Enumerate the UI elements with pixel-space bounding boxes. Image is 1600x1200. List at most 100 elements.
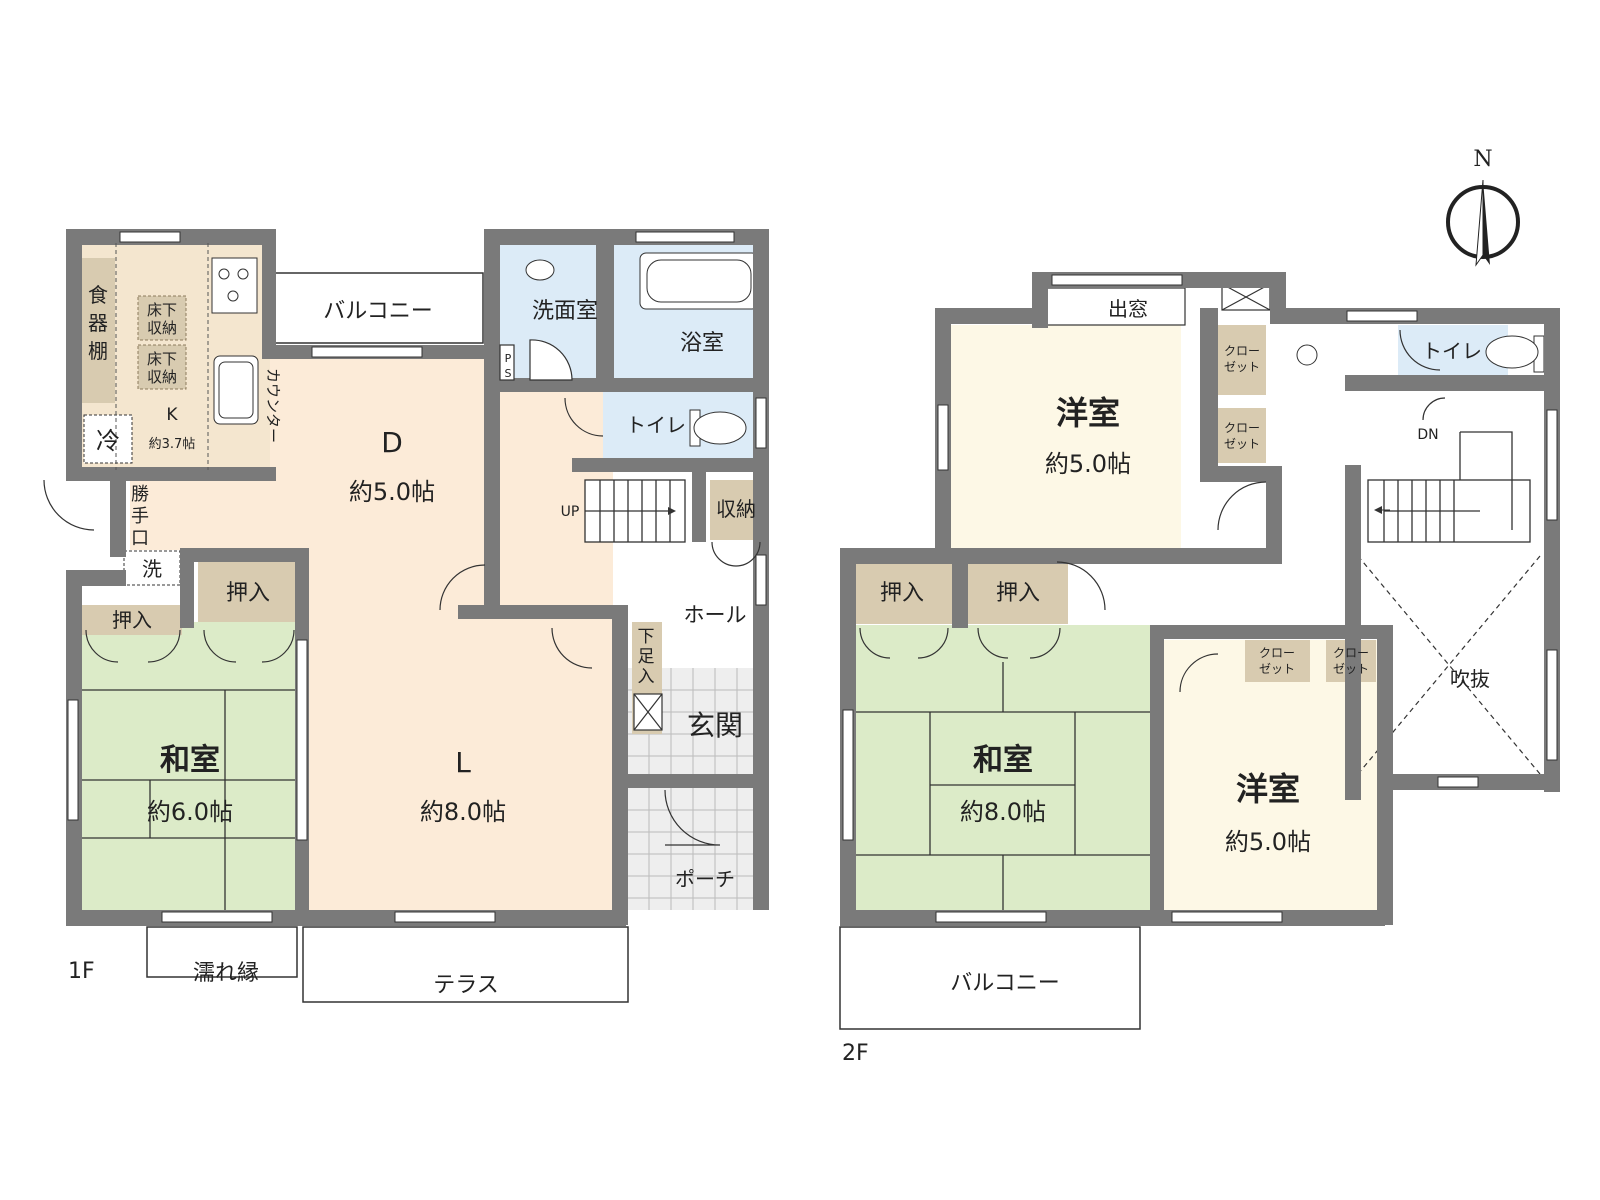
label-yukashita-2b: 収納 xyxy=(147,368,177,386)
sink-icon xyxy=(213,355,259,425)
label-shokkidana-2: 器 xyxy=(88,311,108,335)
label-l-size: 約8.0帖 xyxy=(420,798,506,826)
label-floor-2: 2F xyxy=(842,1041,869,1066)
label-porch: ポーチ xyxy=(675,867,735,891)
label-dn: DN xyxy=(1417,427,1438,443)
label-katteguchi-1: 勝 xyxy=(131,484,149,505)
closet-2f-b xyxy=(1218,408,1266,463)
label-yukashita-1b: 収納 xyxy=(147,319,177,337)
label-washitsu-1f: 和室 xyxy=(160,743,220,778)
label-shokkidana-3: 棚 xyxy=(88,339,108,363)
washer-box xyxy=(123,550,181,586)
label-shuno: 収納 xyxy=(716,497,756,521)
stairs-2f-arrowhead xyxy=(1374,506,1382,514)
dining-extension xyxy=(130,470,275,550)
label-sen: 洗 xyxy=(142,557,162,581)
label-senmen: 洗面室 xyxy=(532,299,598,324)
label-fukinuke: 吹抜 xyxy=(1450,667,1490,691)
label-getabako-3: 入 xyxy=(638,667,655,687)
label-terrace: テラス xyxy=(433,973,499,998)
porch-tiles xyxy=(627,788,767,910)
yukashita-box-1 xyxy=(137,295,187,341)
oshiire-1f-a xyxy=(82,605,182,635)
tatami-lines-1f xyxy=(80,689,295,910)
label-floor-1: 1F xyxy=(68,959,95,984)
compass-icon xyxy=(1446,179,1520,267)
toilet-2f-icon xyxy=(1485,335,1545,373)
kitchen-dashed-outline xyxy=(115,243,209,470)
label-d: D xyxy=(381,426,403,459)
label-counter: カウンター xyxy=(264,368,282,443)
ps-box xyxy=(499,344,515,381)
label-l: L xyxy=(455,746,471,779)
label-yukashita-1a: 床下 xyxy=(147,301,177,319)
label-closet-b2: ゼット xyxy=(1224,437,1260,451)
label-closet-a2: ゼット xyxy=(1224,360,1260,374)
oshiire-2f-b xyxy=(968,562,1068,624)
label-youshitsu-2f-b: 洋室 xyxy=(1236,770,1300,808)
label-balcony-1f: バルコニー xyxy=(323,299,433,324)
label-toilet-2f: トイレ xyxy=(1422,339,1482,363)
label-getabako-2: 足 xyxy=(638,647,655,667)
tatami-lines-2f xyxy=(850,662,1150,910)
shokkidana-box xyxy=(82,258,115,403)
label-oshiire-2f-a: 押入 xyxy=(880,581,924,606)
closet-2f-c xyxy=(1245,640,1310,682)
label-oshiire-1f-a: 押入 xyxy=(112,608,152,632)
doors-1f xyxy=(43,339,761,846)
label-demado: 出窓 xyxy=(1108,297,1148,321)
nureen-deck xyxy=(146,926,298,978)
oshiire-1f-b xyxy=(198,562,298,622)
windows-1f xyxy=(67,231,767,923)
label-nureen: 濡れ縁 xyxy=(193,961,259,986)
floor-2 xyxy=(668,272,1560,1030)
label-k-size: 約3.7帖 xyxy=(149,437,196,452)
label-washitsu-2f: 和室 xyxy=(973,743,1033,778)
yukashita-box-2 xyxy=(137,344,187,390)
label-closet-d2: ゼット xyxy=(1333,662,1369,676)
label-closet-d1: クロー xyxy=(1333,646,1369,660)
oshiire-2f-a xyxy=(852,562,952,624)
toilet-1f-icon xyxy=(689,409,747,447)
label-youshitsu-2f-a-size: 約5.0帖 xyxy=(1045,450,1131,478)
label-washitsu-2f-size: 約8.0帖 xyxy=(960,798,1046,826)
floor-1 xyxy=(43,229,769,1003)
washitsu-1f-floor xyxy=(80,622,295,910)
label-d-size: 約5.0帖 xyxy=(349,478,435,506)
label-ps-p: P xyxy=(505,352,512,365)
label-toilet-1f: トイレ xyxy=(626,413,686,437)
label-oshiire-2f-b: 押入 xyxy=(996,581,1040,606)
label-closet-c1: クロー xyxy=(1259,646,1295,660)
label-closet-c2: ゼット xyxy=(1259,662,1295,676)
terrace-deck xyxy=(302,926,629,1003)
label-youshitsu-2f-b-size: 約5.0帖 xyxy=(1225,828,1311,856)
label-ps-s: S xyxy=(505,367,512,380)
youshitsu-2f-b-floor xyxy=(1160,640,1377,910)
label-north: N xyxy=(1473,147,1492,172)
washbasin-2f-icon xyxy=(1296,344,1318,366)
youshitsu-2f-a-floor xyxy=(951,325,1181,550)
washitsu-2f-floor xyxy=(850,625,1150,910)
balcony-1f xyxy=(272,272,484,344)
porch-floor xyxy=(627,788,767,910)
label-getabako-1: 下 xyxy=(638,627,655,647)
label-shokkidana-1: 食 xyxy=(88,283,108,307)
fridge-box xyxy=(83,414,133,464)
label-washitsu-1f-size: 約6.0帖 xyxy=(147,798,233,826)
label-youshitsu-2f-a: 洋室 xyxy=(1056,394,1120,432)
getabako-x xyxy=(633,693,663,731)
stairs-1f-arrowhead xyxy=(668,507,676,515)
label-hall: ホール xyxy=(684,603,747,627)
label-genkan: 玄関 xyxy=(687,709,743,742)
label-closet-a1: クロー xyxy=(1224,344,1260,358)
stairs-2f xyxy=(1367,431,1531,543)
stove-icon xyxy=(211,257,258,314)
label-closet-b1: クロー xyxy=(1224,421,1260,435)
label-oshiire-1f-b: 押入 xyxy=(226,581,270,606)
doors-2f xyxy=(859,329,1446,693)
ldk-floor xyxy=(268,358,613,910)
label-bath: 浴室 xyxy=(680,331,724,356)
label-yukashita-2a: 床下 xyxy=(147,350,177,368)
label-up: UP xyxy=(561,504,580,520)
